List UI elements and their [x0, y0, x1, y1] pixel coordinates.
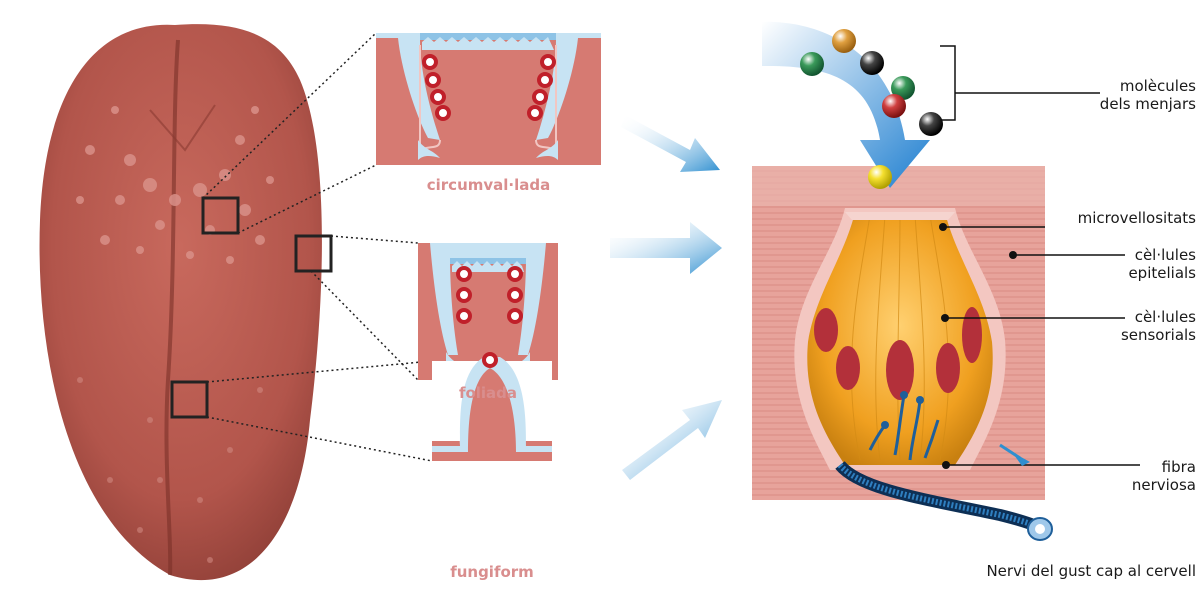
fungiform-label: fungiform	[432, 563, 552, 581]
food-molecules-label: molècules dels menjars	[1100, 77, 1196, 113]
circumvallate-papilla	[376, 33, 601, 165]
sensory-label-line2: sensorials	[1121, 326, 1196, 344]
food-molecules-label-line1: molècules	[1100, 77, 1196, 95]
nerve-fiber-label-line1: fibra	[1132, 458, 1196, 476]
food-molecules-label-line2: dels menjars	[1100, 95, 1196, 113]
sensory-label-line1: cèl·lules	[1121, 308, 1196, 326]
nerve-fiber-label: fibra nerviosa	[1132, 458, 1196, 494]
taste-bud-panel	[752, 166, 1052, 540]
epithelial-cells-label: cèl·lules epitelials	[1128, 246, 1196, 282]
epithelial-label-line1: cèl·lules	[1128, 246, 1196, 264]
foliate-label: foliada	[418, 384, 558, 402]
sensory-cells-label: cèl·lules sensorials	[1121, 308, 1196, 344]
zoom-arrow	[621, 115, 720, 172]
microvilli-label: microvellositats	[1078, 209, 1196, 227]
zoom-arrow	[610, 222, 722, 274]
nerve-fiber-label-line2: nerviosa	[1132, 476, 1196, 494]
tongue-photo	[40, 24, 322, 580]
zoom-arrow	[622, 400, 722, 480]
fungiform-papilla	[432, 354, 552, 461]
taste-nerve-label: Nervi del gust cap al cervell	[986, 562, 1196, 580]
epithelial-label-line2: epitelials	[1128, 264, 1196, 282]
circumvallate-label: circumval·lada	[376, 176, 601, 194]
